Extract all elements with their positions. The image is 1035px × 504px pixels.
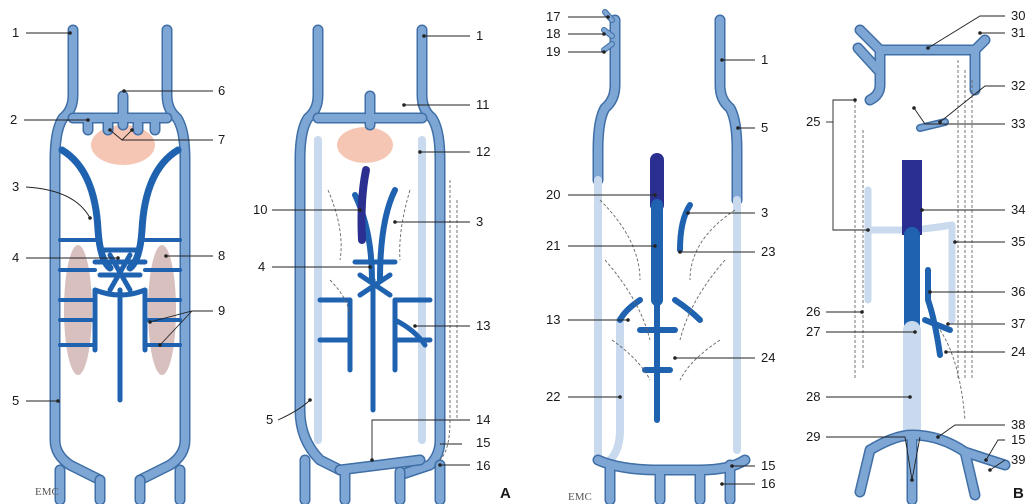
callouts-panel-3-right: 1 5 3 23 24 15 16: [673, 52, 775, 491]
callout-label: 25: [806, 114, 820, 129]
callout-label: 16: [761, 476, 775, 491]
panel-3-diagram: [598, 12, 745, 500]
callout-label: 3: [476, 214, 483, 229]
callout-label: 23: [761, 244, 775, 259]
callout-label: 5: [761, 120, 768, 135]
callout-label: 1: [476, 28, 483, 43]
callout-label: 20: [546, 187, 560, 202]
callout-label: 33: [1011, 116, 1025, 131]
signature-text: EMC: [35, 486, 59, 498]
callout-label: 5: [266, 412, 273, 427]
callout-label: 9: [218, 303, 225, 318]
callout-label: 13: [476, 318, 490, 333]
callout-label: 12: [476, 144, 490, 159]
callout-label: 8: [218, 248, 225, 263]
panel-2-diagram: [300, 30, 457, 500]
callout-label: 24: [761, 350, 775, 365]
callout-label: 17: [546, 9, 560, 24]
callout-label: 13: [546, 312, 560, 327]
callout-label: 31: [1011, 25, 1025, 40]
callout-label: 37: [1011, 316, 1025, 331]
callout-label: 36: [1011, 284, 1025, 299]
callout-label: 26: [806, 304, 820, 319]
callout-label: 15: [476, 435, 490, 450]
callout-label: 4: [258, 259, 265, 274]
callout-label: 3: [12, 179, 19, 194]
callout-label: 27: [806, 324, 820, 339]
callout-label: 10: [253, 202, 267, 217]
callout-label: 18: [546, 26, 560, 41]
panel-label-b: B: [1013, 485, 1024, 502]
callout-label: 28: [806, 389, 820, 404]
callout-label: 39: [1011, 452, 1025, 467]
callout-label: 38: [1011, 417, 1025, 432]
panel-4-diagram: [855, 30, 1005, 500]
callout-label: 19: [546, 44, 560, 59]
callout-label: 5: [12, 393, 19, 408]
callout-label: 34: [1011, 202, 1025, 217]
signature-text-2: EMC: [568, 491, 592, 503]
callout-label: 14: [476, 412, 490, 427]
callout-label: 35: [1011, 234, 1025, 249]
callout-label: 1: [12, 25, 19, 40]
callout-label: 6: [218, 83, 225, 98]
panel-label-a: A: [500, 485, 511, 502]
callout-label: 32: [1011, 78, 1025, 93]
callout-label: 16: [476, 458, 490, 473]
callout-label: 7: [218, 132, 225, 147]
callout-label: 2: [10, 112, 17, 127]
callout-label: 15: [1011, 432, 1025, 447]
callout-label: 29: [806, 429, 820, 444]
callout-label: 4: [12, 250, 19, 265]
callout-label: 15: [761, 458, 775, 473]
callout-label: 1: [761, 52, 768, 67]
callout-label: 11: [476, 97, 490, 112]
callout-label: 3: [761, 205, 768, 220]
callouts-panel-2-left: 10 4 5: [253, 202, 372, 427]
callouts-panel-1-left: 1 2 3 4 5: [10, 25, 120, 408]
callouts-panel-4-right: 30 31 32 33 34 35 36 37 24 38 15 39 B: [912, 8, 1025, 502]
callout-label: 30: [1011, 8, 1025, 23]
panel-1-diagram: EMC: [35, 30, 185, 500]
callout-label: 21: [546, 238, 560, 253]
callout-label: 24: [1011, 344, 1025, 359]
callout-label: 22: [546, 389, 560, 404]
